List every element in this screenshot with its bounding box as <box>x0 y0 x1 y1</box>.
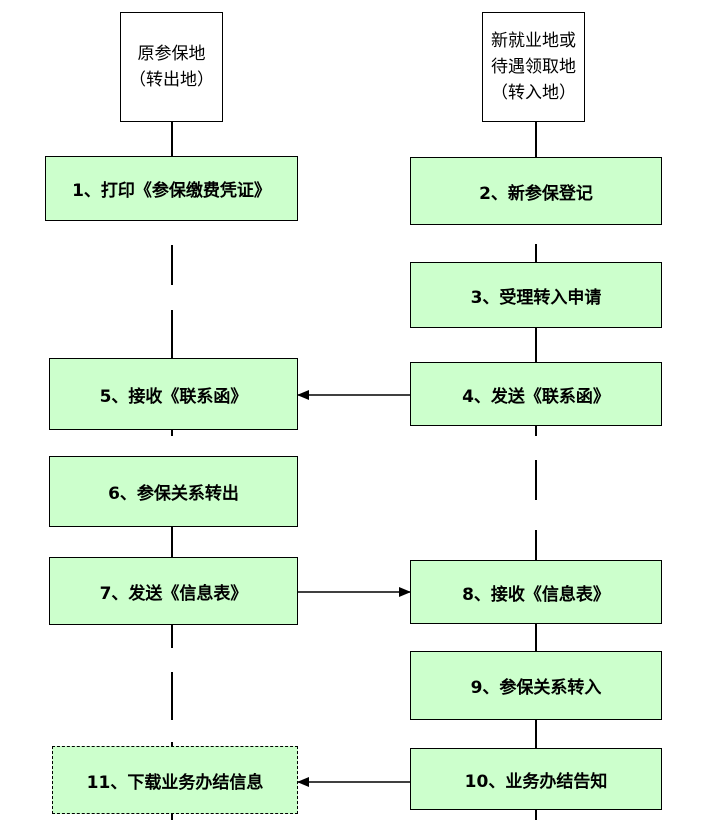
left-lane-header: 原参保地 （转出地） <box>120 12 223 122</box>
step-8-receive-info-form: 8、接收《信息表》 <box>410 560 662 624</box>
step-10-completion-notice: 10、业务办结告知 <box>410 748 662 810</box>
step-7-send-info-form: 7、发送《信息表》 <box>49 557 298 625</box>
step-11-download-completion-info: 11、下载业务办结信息 <box>52 746 298 814</box>
step-2-new-registration: 2、新参保登记 <box>410 157 662 225</box>
right-lane-header: 新就业地或 待遇领取地 （转入地） <box>482 12 585 122</box>
step-9-transfer-in: 9、参保关系转入 <box>410 651 662 720</box>
step-4-send-contact-letter: 4、发送《联系函》 <box>410 362 662 426</box>
step-6-transfer-out: 6、参保关系转出 <box>49 456 298 527</box>
step-5-receive-contact-letter: 5、接收《联系函》 <box>49 358 298 430</box>
step-3-accept-transfer-application: 3、受理转入申请 <box>410 262 662 328</box>
step-1-print-payment-certificate: 1、打印《参保缴费凭证》 <box>45 156 298 221</box>
